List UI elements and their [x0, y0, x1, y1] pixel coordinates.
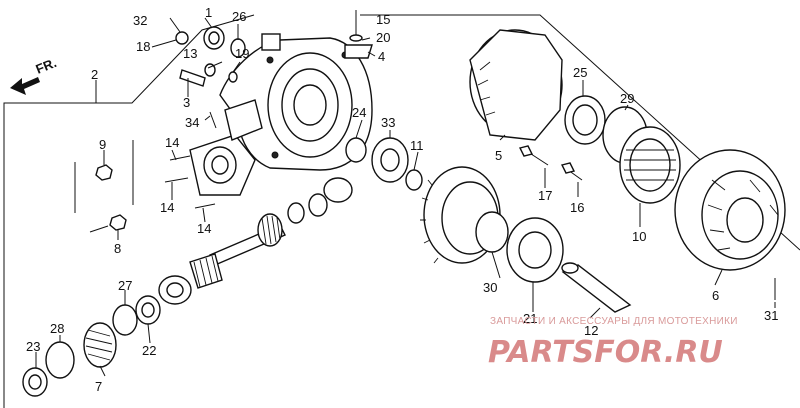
callout-11: 11	[410, 138, 424, 153]
bolt-34	[209, 111, 217, 129]
watermark: ЗАПЧАСТИ И АКСЕССУАРЫ ДЛЯ МОТОТЕХНИКИ PA…	[488, 316, 738, 370]
bearing-21	[506, 217, 564, 283]
callout-30: 30	[483, 280, 497, 295]
shim-11	[405, 169, 423, 191]
callout-23: 23	[26, 339, 40, 354]
callout-33: 33	[381, 115, 395, 130]
o-ring-27	[112, 304, 138, 336]
callout-28: 28	[50, 321, 64, 336]
oil-seal-25	[564, 95, 606, 145]
callout-32: 32	[133, 13, 147, 28]
nut-23	[22, 367, 48, 397]
bearing-33	[371, 137, 409, 183]
ring-gear-30	[420, 166, 509, 264]
callout-7: 7	[95, 379, 102, 394]
bearing-22	[135, 295, 161, 325]
callout-6: 6	[712, 288, 719, 303]
callout-19: 19	[235, 46, 249, 61]
bolt-15	[344, 10, 373, 59]
callout-8: 8	[114, 241, 121, 256]
nut-8	[89, 214, 127, 233]
callout-14c: 14	[197, 221, 211, 236]
callout-22: 22	[142, 343, 156, 358]
callout-3: 3	[183, 95, 190, 110]
watermark-brand: PARTSFOR.RU	[488, 335, 723, 370]
cap-18	[175, 31, 189, 45]
callout-16: 16	[570, 200, 584, 215]
callout-12: 12	[584, 323, 598, 338]
callout-24: 24	[352, 105, 366, 120]
bolt-17	[518, 145, 549, 166]
o-ring-28	[45, 341, 75, 379]
hub-10	[619, 126, 681, 204]
gear-case-cover-5	[469, 29, 563, 141]
callout-4: 4	[378, 49, 385, 64]
callout-27: 27	[118, 278, 132, 293]
stud-bolts-14	[164, 155, 216, 209]
pin-32	[169, 17, 181, 33]
callout-14a: 14	[165, 135, 179, 150]
callout-26: 26	[232, 9, 246, 24]
fr-label: FR.	[34, 55, 59, 77]
splined-coupling-7	[83, 322, 117, 368]
callout-20: 20	[376, 30, 390, 45]
shaft-12	[561, 262, 632, 313]
callout-34: 34	[185, 115, 199, 130]
callout-labels: 1 2 3 4 5 6 7 8 9 10 11 12 13 14 14 14 1…	[26, 5, 778, 394]
front-direction-arrow: FR.	[10, 55, 59, 95]
callout-31: 31	[764, 308, 778, 323]
callout-2: 2	[91, 67, 98, 82]
callout-5: 5	[495, 148, 502, 163]
bolt-16	[560, 162, 583, 181]
callout-10: 10	[632, 229, 646, 244]
gear-case-housing	[189, 33, 373, 196]
watermark-tagline: ЗАПЧАСТИ И АКСЕССУАРЫ ДЛЯ МОТОТЕХНИКИ	[490, 316, 738, 327]
callout-14b: 14	[160, 200, 174, 215]
breather-bolt-3	[179, 63, 238, 87]
callout-25: 25	[573, 65, 587, 80]
callout-21: 21	[523, 311, 537, 326]
callout-29: 29	[620, 91, 634, 106]
callout-15: 15	[376, 12, 390, 27]
callout-18: 18	[136, 39, 150, 54]
oil-seal-1	[203, 26, 225, 50]
bearing-race-roller	[158, 275, 192, 305]
nut-9	[95, 164, 113, 181]
callout-1: 1	[205, 5, 212, 20]
drum-6	[674, 149, 786, 271]
bearing-24	[345, 137, 367, 163]
callout-leaders	[35, 17, 776, 377]
callout-17: 17	[538, 188, 552, 203]
callout-9: 9	[99, 137, 106, 152]
callout-13: 13	[183, 46, 197, 61]
pinion-shaft	[189, 177, 353, 289]
